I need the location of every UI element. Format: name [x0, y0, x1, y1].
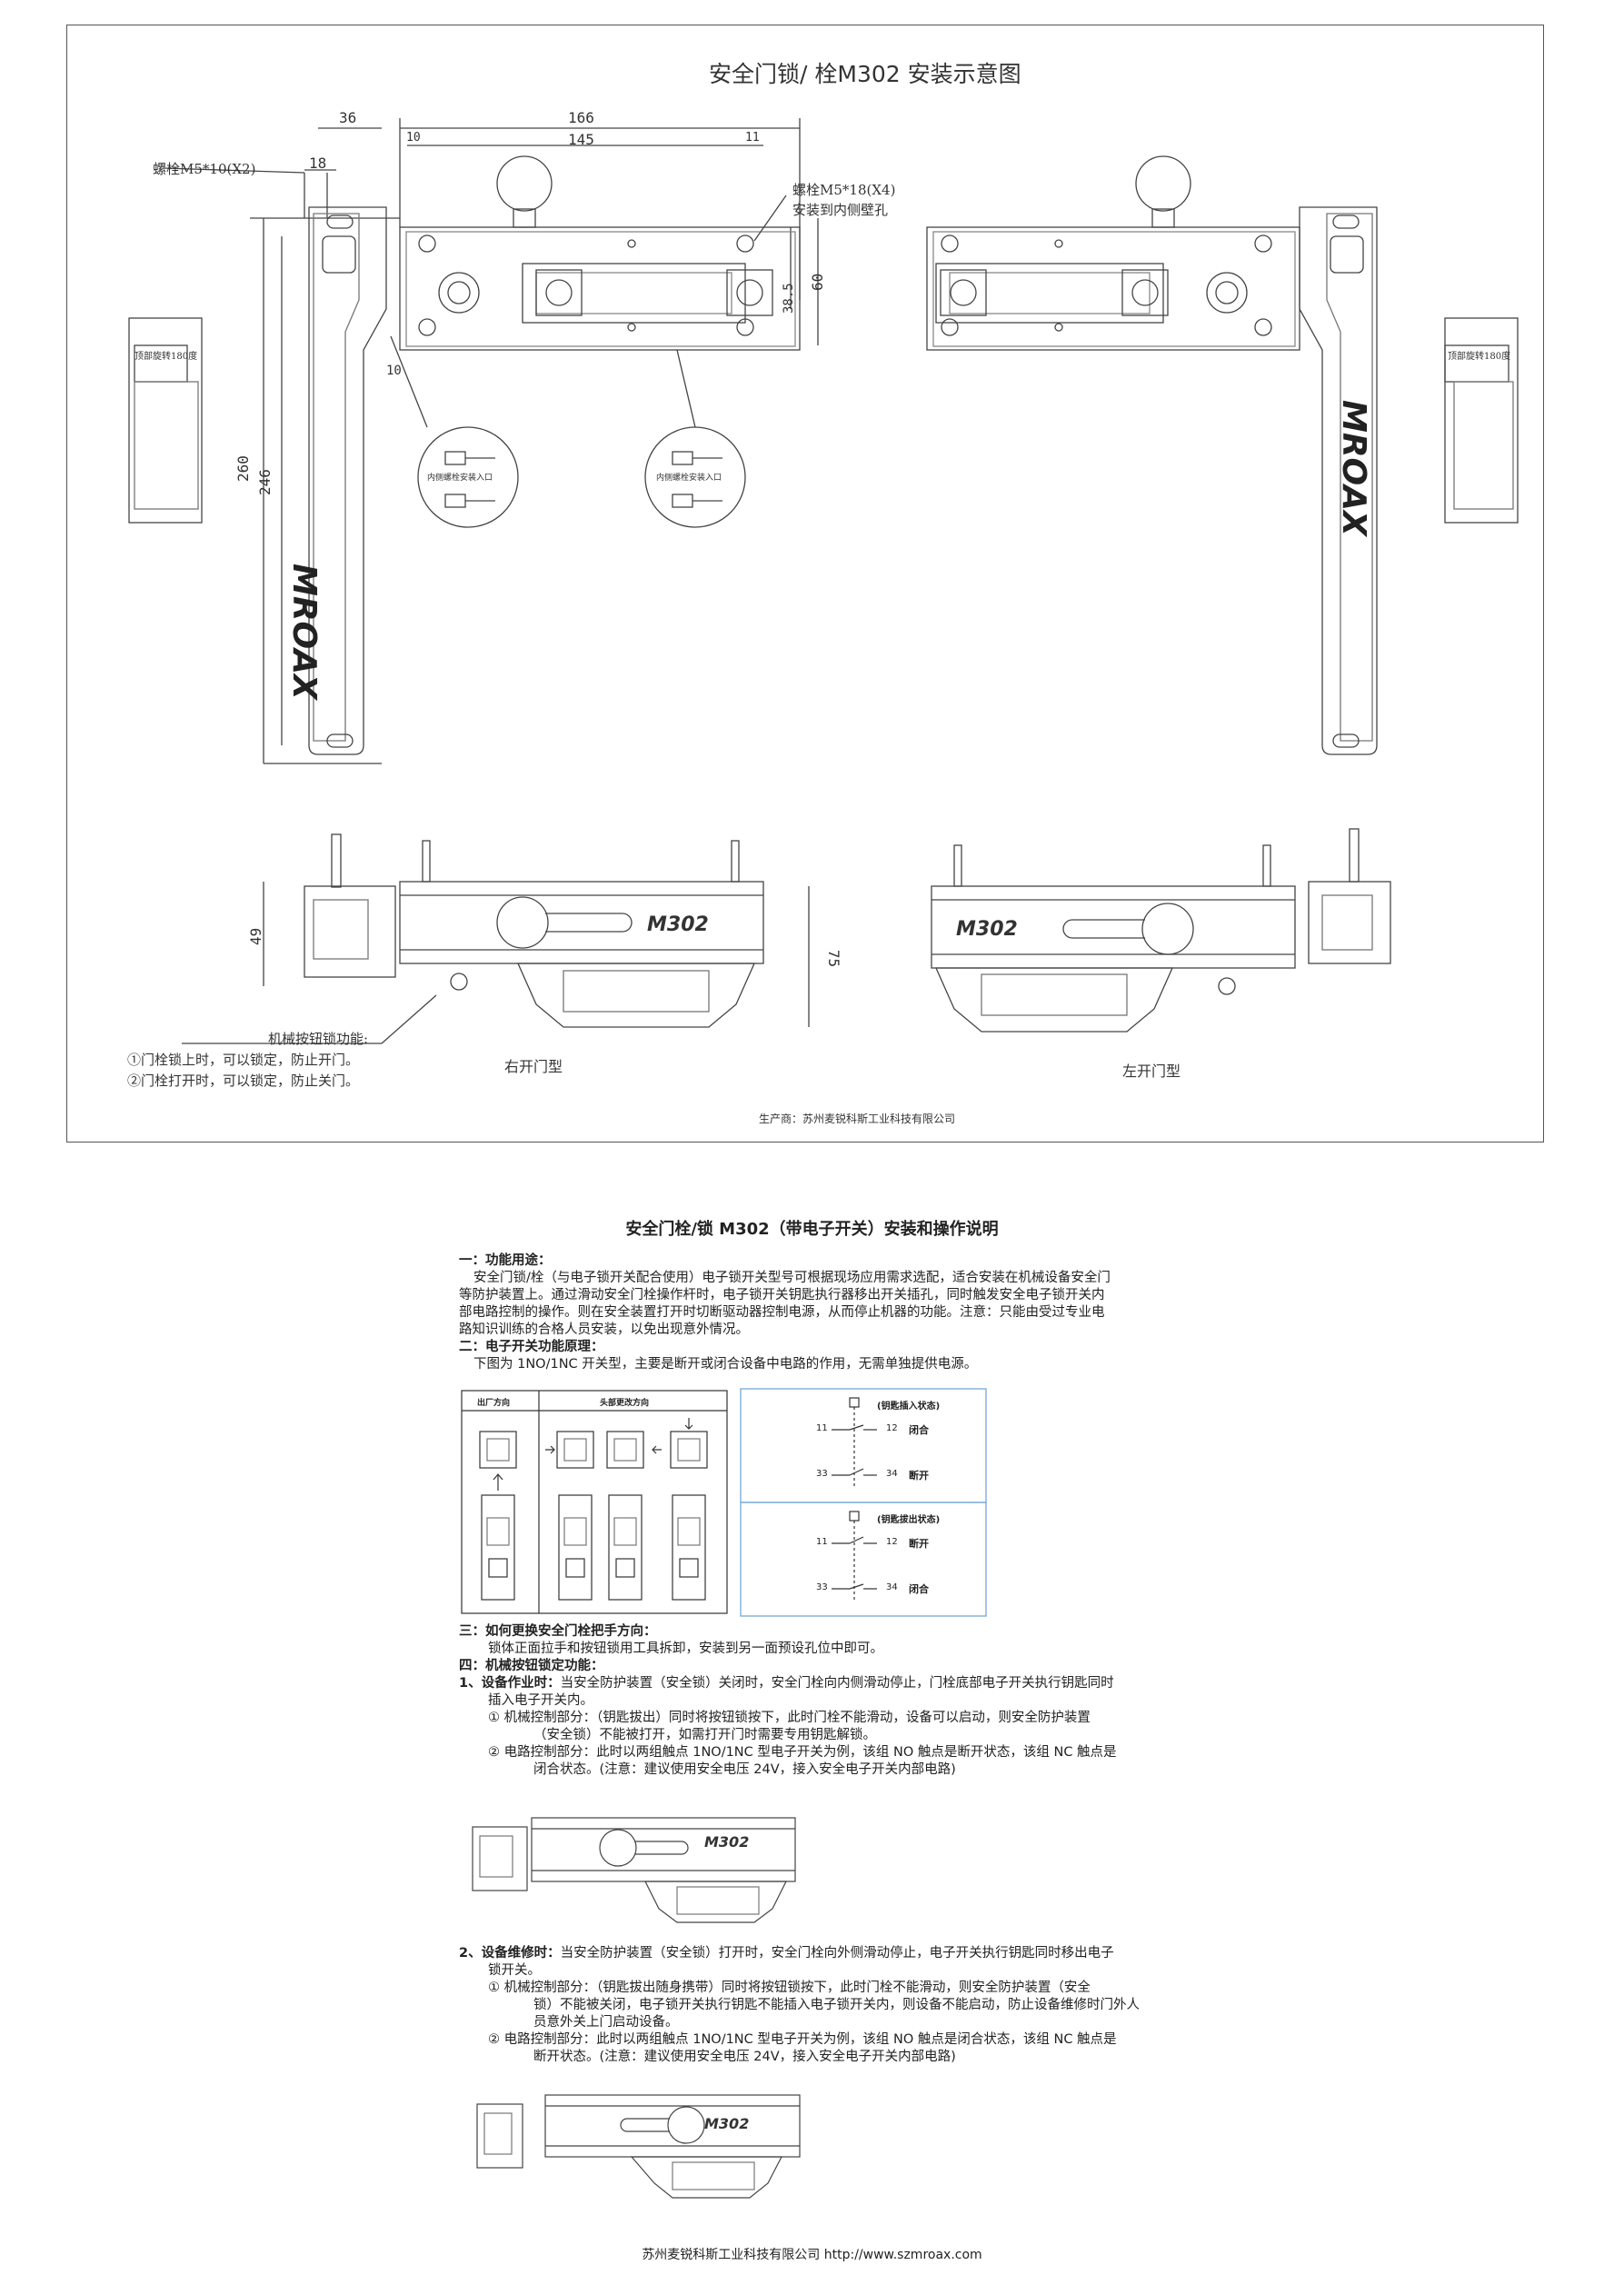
drawing-frame [66, 25, 1544, 1143]
section-1-line: 安全门锁/栓（与电子锁开关配合使用）电子锁开关型号可根据现场应用需求选配，适合安… [473, 1271, 1111, 1285]
contact-11: 11 [816, 1537, 828, 1547]
rotate-label-right: 顶部旋转180度 [1448, 352, 1511, 362]
mech-lock-title: 机械按钮锁功能: [268, 1031, 369, 1047]
point-1b-line: 闭合状态。(注意：建议使用安全电压 24V，接入安全电子开关内部电路) [533, 1762, 956, 1777]
state-open: 断开 [909, 1470, 929, 1482]
point-2a-line: 员意外关上门启动设备。 [533, 2015, 679, 2030]
model-label-left: M302 [956, 918, 1018, 941]
drawing-title: 安全门锁/ 栓M302 安装示意图 [709, 61, 1021, 87]
contact-34: 34 [886, 1469, 898, 1479]
dim-36: 36 [339, 109, 357, 126]
state-key-removed: (钥匙拔出状态) [877, 1515, 941, 1525]
point-2-line: 锁开关。 [488, 1963, 541, 1978]
footer: 苏州麦锐科斯工业科技有限公司 http://www.szmroax.com [642, 2248, 982, 2262]
point-1-line: 插入电子开关内。 [488, 1693, 593, 1708]
contact-12: 12 [886, 1423, 898, 1433]
dim-49: 49 [247, 927, 264, 945]
contact-34: 34 [886, 1582, 898, 1592]
side-views [182, 828, 1391, 1044]
side-view-operating [472, 1817, 796, 1923]
point-1-line: 当安全防护装置（安全锁）关闭时，安全门栓向内侧滑动停止，门栓底部电子开关执行钥匙… [560, 1676, 1114, 1691]
contact-diagram [740, 1388, 987, 1617]
section-3-heading: 三：如何更换安全门栓把手方向： [459, 1624, 657, 1639]
inner-bolt-label-2: 内侧螺栓安装入口 [656, 474, 722, 483]
point-2b-line: 断开状态。(注意：建议使用安全电压 24V，接入安全电子开关内部电路) [533, 2050, 956, 2064]
rotate-label-left: 顶部旋转180度 [135, 352, 198, 362]
table-col-change: 头部更改方向 [600, 1399, 650, 1408]
state-open: 断开 [909, 1538, 929, 1550]
inner-bolt-label-1: 内侧螺栓安装入口 [427, 474, 493, 483]
contact-33: 33 [816, 1469, 828, 1479]
bolt-label-right-2: 安装到内侧壁孔 [792, 202, 889, 218]
side-view-maintenance [476, 2094, 801, 2199]
point-2: 2、设备维修时：当安全防护装置（安全锁）打开时，安全门栓向外侧滑动停止，电子开关… [459, 1945, 1186, 2066]
section-2-line: 下图为 1NO/1NC 开关型，主要是断开或闭合设备中电路的作用，无需单独提供电… [473, 1357, 978, 1372]
section-1: 一：功能用途： 安全门锁/栓（与电子锁开关配合使用）电子锁开关型号可根据现场应用… [459, 1252, 1186, 1373]
dim-11: 11 [745, 131, 760, 145]
table-col-factory: 出厂方向 [477, 1399, 511, 1408]
manual-title: 安全门栓/锁 M302（带电子开关）安装和操作说明 [625, 1220, 999, 1239]
section-1-line: 部电路控制的操作。则在安全装置打开时切断驱动器控制电源，从而停止机器的功能。注意… [459, 1305, 1105, 1320]
point-1a-line: （安全锁）不能被打开，如需打开门时需要专用钥匙解锁。 [533, 1728, 876, 1742]
mech-lock-line-2: ②门栓打开时，可以锁定，防止关门。 [127, 1073, 360, 1089]
dim-10-side: 10 [386, 364, 402, 378]
point-2a-line: ① 机械控制部分：（钥匙拔出随身携带）同时将按钮锁按下，此时门栓不能滑动，则安全… [488, 1981, 1091, 1995]
point-2b-line: ② 电路控制部分：此时以两组触点 1NO/1NC 型电子开关为例，该组 NO 触… [488, 2032, 1117, 2047]
right-door-label: 右开门型 [504, 1058, 563, 1075]
model-label-right: M302 [647, 913, 709, 936]
switch-orientation-table [461, 1390, 728, 1614]
left-door-label: 左开门型 [1122, 1063, 1181, 1080]
model-label-maint: M302 [704, 2115, 750, 2132]
section-2-heading: 二：电子开关功能原理： [459, 1340, 604, 1354]
top-view-left-assembly [926, 155, 1519, 755]
dim-10-top: 10 [406, 131, 421, 145]
state-closed: 闭合 [909, 1583, 929, 1595]
point-2-label: 2、设备维修时： [459, 1946, 561, 1961]
dim-145: 145 [568, 131, 594, 148]
point-2-line: 当安全防护装置（安全锁）打开时，安全门栓向外侧滑动停止，电子开关执行钥匙同时移出… [560, 1946, 1114, 1961]
section-1-line: 等防护装置上。通过滑动安全门栓操作杆时，电子锁开关钥匙执行器移出开关插孔，同时触… [459, 1288, 1105, 1302]
point-1a-line: ① 机械控制部分：（钥匙拔出）同时将按钮锁按下，此时门栓不能滑动，设备可以启动，… [488, 1711, 1091, 1725]
contact-11: 11 [816, 1423, 828, 1433]
dim-166: 166 [568, 109, 594, 126]
section-3-4: 三：如何更换安全门栓把手方向： 锁体正面拉手和按钮锁用工具拆卸，安装到另一面预设… [459, 1623, 1186, 1779]
producer-label: 生产商：苏州麦锐科斯工业科技有限公司 [759, 1113, 956, 1125]
point-1-label: 1、设备作业时： [459, 1676, 561, 1691]
dim-18: 18 [309, 155, 327, 172]
contact-33: 33 [816, 1582, 828, 1592]
section-1-heading: 一：功能用途： [459, 1253, 552, 1268]
section-3-line: 锁体正面拉手和按钮锁用工具拆卸，安装到另一面预设孔位中即可。 [488, 1641, 883, 1656]
state-closed: 闭合 [909, 1424, 929, 1436]
mech-lock-line-1: ①门栓锁上时，可以锁定，防止开门。 [127, 1052, 360, 1068]
section-1-line: 路知识训练的合格人员安装，以免出现意外情况。 [459, 1322, 749, 1337]
dim-75: 75 [825, 949, 843, 968]
section-4-heading: 四：机械按钮锁定功能： [459, 1659, 604, 1673]
bolt-label-right-1: 螺栓M5*18(X4) [792, 182, 896, 198]
state-key-inserted: (钥匙插入状态) [877, 1402, 941, 1412]
bolt-label-left: 螺栓M5*10(X2) [153, 161, 256, 177]
model-label-op: M302 [704, 1833, 750, 1851]
point-2a-line: 锁）不能被关闭，电子锁开关执行钥匙不能插入电子锁开关内，则设备不能启动，防止设备… [533, 1998, 1140, 2012]
point-1b-line: ② 电路控制部分：此时以两组触点 1NO/1NC 型电子开关为例，该组 NO 触… [488, 1745, 1117, 1760]
contact-12: 12 [886, 1537, 898, 1547]
top-view-right-assembly [128, 118, 819, 764]
